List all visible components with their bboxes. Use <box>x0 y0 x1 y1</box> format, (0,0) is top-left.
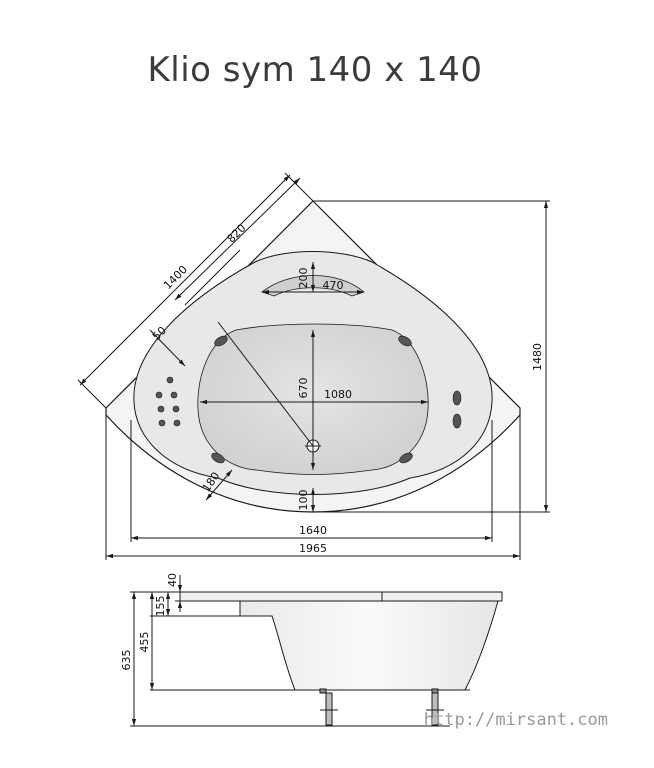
label-635: 635 <box>120 650 133 671</box>
jet-icon <box>399 452 413 464</box>
tub-rim <box>179 591 503 602</box>
label-1965: 1965 <box>299 542 327 555</box>
label-155: 155 <box>154 596 167 617</box>
label-100: 100 <box>297 490 310 511</box>
dim-180 <box>205 469 233 501</box>
jet-icon <box>170 391 178 399</box>
label-40: 40 <box>166 573 179 587</box>
jet-icon <box>166 376 174 384</box>
label-670: 670 <box>297 378 310 399</box>
watermark: http://mirsant.com <box>424 710 608 730</box>
page-title: Klio sym 140 x 140 <box>147 50 483 90</box>
label-1080: 1080 <box>324 388 352 401</box>
tub-body <box>239 600 499 691</box>
jet-icon <box>158 419 166 427</box>
label-820: 820 <box>225 222 249 246</box>
label-455: 455 <box>138 632 151 653</box>
jet-icon <box>173 419 181 427</box>
jet-icon <box>452 413 462 429</box>
label-1400: 1400 <box>161 263 190 292</box>
side-view <box>130 575 503 727</box>
leg <box>431 692 439 726</box>
top-view <box>77 172 550 560</box>
label-1640: 1640 <box>299 524 327 537</box>
leg <box>325 692 333 726</box>
dim-radius <box>217 321 314 447</box>
jet-icon <box>155 391 163 399</box>
jet-icon <box>452 390 462 406</box>
dim-50 <box>149 329 186 367</box>
jet-icon <box>172 405 180 413</box>
dim-820 <box>174 177 301 301</box>
jet-icon <box>157 405 165 413</box>
label-200: 200 <box>297 268 310 289</box>
jet-icon <box>211 452 225 464</box>
label-470: 470 <box>323 279 344 292</box>
jet-icon <box>398 335 412 347</box>
label-1480: 1480 <box>531 343 544 371</box>
